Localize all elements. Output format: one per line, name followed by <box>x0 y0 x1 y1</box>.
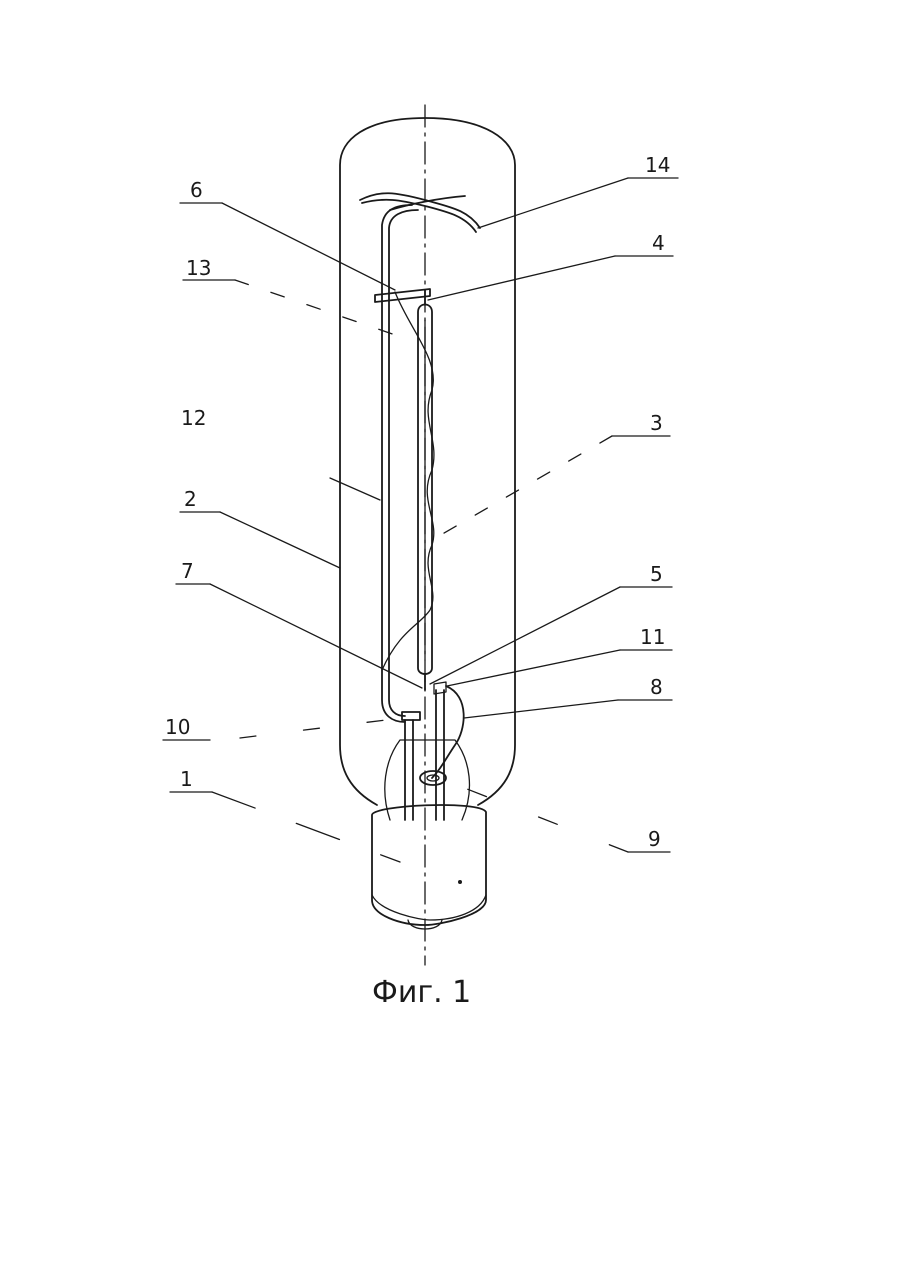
label-1: 1 <box>180 767 193 791</box>
label-14: 14 <box>645 153 670 177</box>
label-5: 5 <box>650 562 663 586</box>
frame-wire-inner <box>389 210 418 716</box>
label-4: 4 <box>652 231 665 255</box>
label-12: 12 <box>181 406 206 430</box>
lamp-base <box>372 805 486 925</box>
figure-caption: Фиг. 1 <box>372 975 471 1010</box>
label-6: 6 <box>190 178 203 202</box>
spring-support-2 <box>362 200 476 232</box>
label-8: 8 <box>650 675 663 699</box>
label-11: 11 <box>640 625 665 649</box>
leader-lines <box>163 178 678 862</box>
base-dot <box>458 880 462 884</box>
glass-bulb <box>340 118 515 805</box>
label-10: 10 <box>165 715 190 739</box>
label-9: 9 <box>648 827 661 851</box>
label-3: 3 <box>650 411 663 435</box>
spring-support <box>360 193 480 228</box>
upper-bracket <box>375 289 430 302</box>
label-2: 2 <box>184 487 197 511</box>
label-13: 13 <box>186 256 211 280</box>
label-7: 7 <box>181 559 194 583</box>
